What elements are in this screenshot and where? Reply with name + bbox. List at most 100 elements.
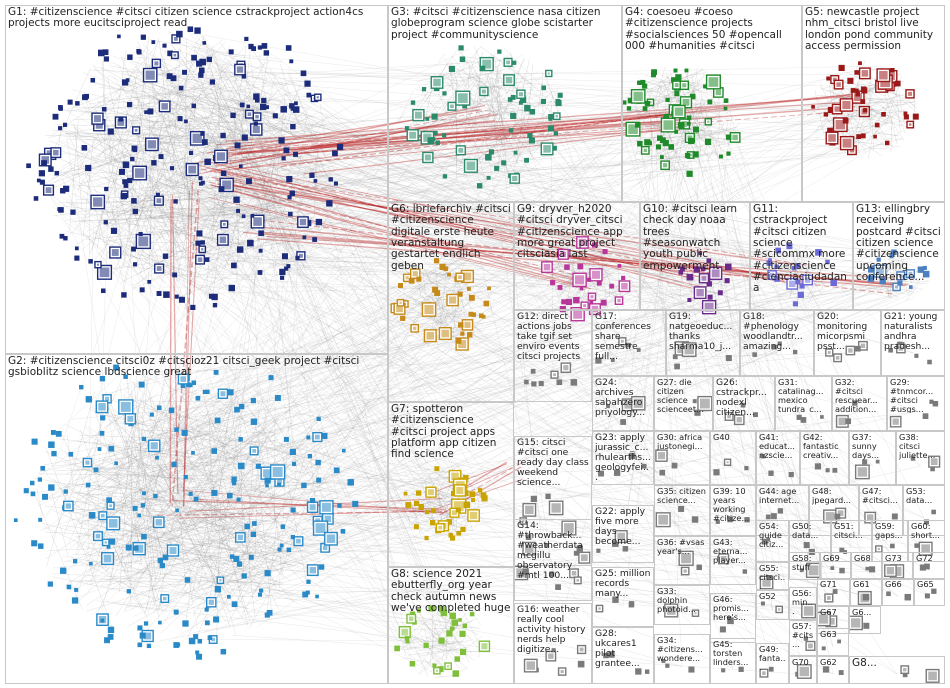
network-edge [50, 93, 428, 438]
network-edge [137, 40, 191, 201]
network-node [647, 141, 653, 146]
network-edge [105, 218, 260, 229]
network-node [685, 153, 691, 159]
network-edge [60, 195, 624, 665]
network-edge [441, 495, 450, 524]
network-edge [162, 510, 297, 560]
network-node [178, 296, 185, 303]
network-edge [141, 116, 628, 555]
network-edge [242, 203, 334, 392]
network-edge [244, 186, 477, 492]
network-edge [172, 42, 225, 101]
network-node [211, 489, 218, 496]
network-edge [84, 560, 309, 572]
network-edge [483, 84, 537, 142]
network-edge [226, 418, 279, 506]
network-edge [198, 165, 692, 279]
network-edge [94, 396, 227, 593]
network-edge [82, 138, 94, 237]
network-edge [875, 96, 894, 125]
network-node [332, 150, 338, 157]
network-edge [80, 217, 165, 222]
network-edge [68, 491, 247, 509]
network-edge [167, 130, 257, 250]
network-edge [198, 397, 239, 589]
network-edge [552, 257, 624, 282]
network-edge [632, 138, 639, 148]
network-edge [258, 53, 326, 527]
network-node [428, 605, 435, 612]
network-edge [436, 124, 538, 165]
group-label: G56: min... [792, 589, 813, 616]
network-edge [123, 371, 167, 574]
network-edge [322, 118, 729, 544]
network-node [162, 43, 167, 48]
network-node-image [401, 628, 409, 636]
network-edge [729, 111, 825, 467]
network-node [60, 567, 67, 574]
network-edge [155, 287, 903, 446]
network-edge [65, 201, 899, 597]
network-edge [136, 431, 257, 582]
network-edge [97, 466, 328, 503]
network-edge [225, 580, 308, 614]
network-edge [238, 151, 340, 168]
network-edge [577, 253, 610, 260]
network-edge [212, 291, 720, 452]
network-edge [721, 100, 726, 107]
network-edge [412, 299, 461, 346]
network-edge [79, 454, 257, 525]
network-edge [516, 71, 557, 108]
group-label: G13: ellingbry receiving postcard #citsc… [856, 204, 941, 283]
network-node [342, 448, 346, 453]
network-node [912, 113, 919, 120]
network-node [403, 491, 408, 496]
network-edge [183, 150, 195, 250]
network-edge [443, 57, 930, 597]
network-edge [287, 422, 683, 519]
network-node [446, 630, 453, 637]
network-edge [158, 352, 848, 372]
network-node [169, 166, 175, 171]
group-label: G33: dolphin photoid... [657, 587, 696, 614]
network-node [277, 482, 282, 487]
network-node [481, 314, 486, 319]
network-edge [186, 105, 278, 172]
network-edge [128, 278, 802, 448]
network-edge [221, 99, 908, 112]
network-edge [191, 446, 234, 532]
network-edge [150, 443, 209, 581]
network-node-image [309, 504, 316, 511]
network-node [173, 642, 180, 648]
network-node-image [135, 544, 144, 553]
network-edge [158, 517, 783, 642]
network-edge [298, 175, 459, 450]
network-edge [171, 400, 186, 587]
network-node-image [854, 93, 862, 102]
network-edge [269, 91, 914, 269]
network-node [318, 564, 325, 570]
network-edge [440, 631, 459, 671]
network-node-image [909, 123, 912, 126]
network-edge [279, 77, 475, 519]
network-edge [181, 100, 904, 145]
network-node [30, 491, 36, 497]
network-edge [421, 300, 474, 331]
network-edge [105, 471, 173, 574]
network-edge [326, 90, 661, 458]
network-edge [213, 202, 330, 214]
network-edge [118, 130, 239, 236]
network-node [236, 208, 241, 213]
network-edge [107, 125, 195, 235]
network-edge [166, 82, 331, 190]
network-edge [237, 485, 293, 601]
network-edge [229, 94, 614, 258]
network-edge [83, 352, 630, 522]
network-node [182, 69, 188, 75]
network-edge [159, 98, 255, 176]
network-edge [169, 191, 179, 248]
network-node [155, 455, 159, 460]
network-node-image [441, 329, 450, 338]
network-node [268, 375, 274, 381]
network-edge [259, 98, 892, 140]
